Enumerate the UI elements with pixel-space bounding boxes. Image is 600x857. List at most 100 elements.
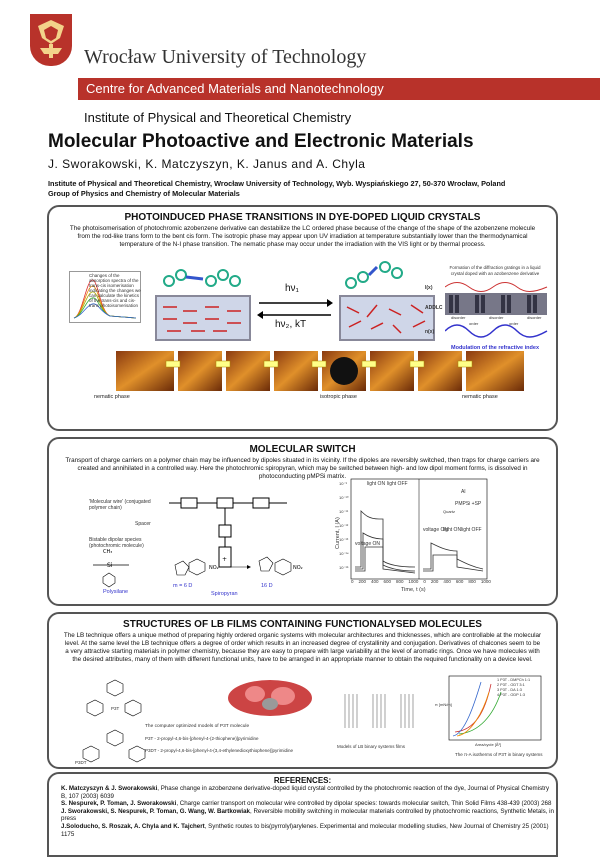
reference-text: , Reversible mobility switching in molec… [61,807,555,823]
xtick: 1000 [480,579,491,584]
molecular-wire-schematic: + [169,497,287,568]
poster-title: Molecular Photoactive and Electronic Mat… [48,131,474,152]
binary-caption: Models of LB binary systems films [337,744,406,749]
voltage-on-label-2: voltage ON [423,527,449,533]
order-label-1: order [469,321,479,326]
disorder-label-1: disorder [451,315,466,320]
voltage-on-label: voltage ON [355,541,381,547]
affiliation: Institute of Physical and Theoretical Ch… [48,179,593,199]
pmpsi-label: PMPSi +SP [455,501,482,507]
legend-item: 4 P3T - ODP 1:3 [497,693,525,697]
panel-text: The photoisomerisation of photochromic a… [69,225,536,248]
institute-name: Institute of Physical and Theoretical Ch… [84,110,352,125]
isotherm-legend: 1 P3T - DMPCh 1:1 2 P3T - ODT 3:1 3 P3T … [497,678,530,698]
chemical-structures-figure: CH₃ Si NO₂ NO₂ [93,549,303,588]
legend-item: 3 P3T - DA 1:3 [497,688,522,692]
modulation-label: Modulation of the refractive index [451,345,540,351]
trans-molecule-icon [163,269,241,287]
xtick: 400 [443,579,451,584]
p3dt-name: P3DT - 2-propyl-4,6-bis-[phenyl-4-(3,4-e… [145,748,293,753]
nematic-phase-left-label: nematic phase [94,394,130,400]
grating-addlc: ADDLC [425,305,443,311]
cis-molecule-icon [345,261,403,289]
al-label: Al [461,489,466,495]
panel-title: MOLECULAR SWITCH [249,444,356,455]
reference-text: , Charge carrier transport on molecular … [176,800,552,808]
hv1-label: hν₁ [285,283,299,294]
texture-images-strip [116,351,524,391]
ytick: 10⁻¹⁴ [339,551,349,556]
svg-text:NO₂: NO₂ [293,565,303,571]
university-logo [30,14,72,66]
svg-text:Si: Si [107,562,113,569]
grating-nx: n(x) [425,329,435,335]
panel-molecular-switch: MOLECULAR SWITCH Transport of charge car… [47,437,558,606]
legend-item: 2 P3T - ODT 3:1 [497,683,525,687]
references-title: REFERENCES: [273,776,332,785]
reference-item: J.Soloducho, S. Roszak, A. Chyla and K. … [51,823,556,838]
xtick: 0 [423,579,426,584]
svg-text:+: + [222,556,227,563]
model-caption: The computer optimized models of P3T mol… [145,724,250,729]
svg-text:CH₃: CH₃ [103,549,112,555]
lc-cell-nematic [155,295,251,341]
panel-text: The LB technique offers a unique method … [63,632,542,663]
order-label-2: order [509,321,519,326]
moment-low-label: m = 6 D [173,583,193,589]
affiliation-line-1: Institute of Physical and Theoretical Ch… [48,179,506,188]
panel-title: PHOTOINDUCED PHASE TRANSITIONS IN DYE-DO… [124,212,481,223]
nematic-phase-right-label: nematic phase [462,394,498,400]
ytick: 10⁻¹² [339,523,349,528]
reference-item: S. Nespurek, P. Toman, J. Sworakowski, C… [51,800,556,808]
grating-ix: I(x) [425,285,433,291]
reference-authors: J.Soloducho, S. Roszak, A. Chyla and K. … [61,822,205,830]
disorder-label-2: disorder [489,315,504,320]
absorption-spectra-figure [69,271,141,323]
panel-phase-transitions: PHOTOINDUCED PHASE TRANSITIONS IN DYE-DO… [47,205,558,431]
isotherm-plot: 1 P3T - DMPCh 1:1 2 P3T - ODT 3:1 3 P3T … [435,672,545,762]
ytick: 10⁻¹¹ [339,509,349,514]
svg-text:NO₂: NO₂ [209,565,219,571]
light-on-label-2: light ON [443,527,462,533]
bistable-label: Bistable dipolar species (photochromic m… [89,537,144,549]
current-plot: Current, I (A) Time, t (s) light ON ligh… [335,471,491,595]
xtick: 600 [455,579,464,584]
moment-high-label: 16 D [261,583,273,589]
spectra-caption: Changes of the absorption spectra of the… [89,273,141,308]
grating-caption: Formation of the diffraction gratings in… [449,265,541,276]
p3dt-label: P3DT [75,760,87,765]
xtick: 600 [383,579,391,584]
panel-title: STRUCTURES OF LB FILMS CONTAINING FUNCTI… [123,619,482,630]
reference-item: K. Matczyszyn & J. Sworakowski, Phase ch… [51,785,556,800]
ytick: 10⁻¹³ [339,537,349,542]
p3t-label: P3T [111,706,120,711]
xtick: 200 [430,579,439,584]
p3t-name: P3T - 2-propyl-4,6-bis-[phenyl-4-(2-thio… [145,736,259,741]
reference-text: , Phase change in azobenzene derivative-… [61,785,550,800]
legend-item: 1 P3T - DMPCh 1:1 [497,678,531,682]
ytick: 10⁻¹⁰ [339,495,349,500]
affiliation-line-2: Group of Physics and Chemistry of Molecu… [48,189,240,198]
centre-bar: Centre for Advanced Materials and Nanote… [78,78,600,100]
xtick: 800 [395,579,404,584]
lc-cell-isotropic [339,295,435,341]
light-off-label: light OFF [387,481,408,487]
hv2-label: hν₂, kT [275,319,307,330]
reference-text: , Synthetic routes to bis(pyrrolyl)aryle… [61,822,549,838]
isotropic-phase-label: isotropic phase [320,394,357,400]
plot-xlabel: Time, t (s) [401,587,426,593]
light-off-label-2: light OFF [461,527,482,533]
reaction-arrows-icon [257,299,333,319]
isotherm-ylabel: π [mN/m] [435,702,452,707]
spacer-label: Spacer [135,521,151,527]
p3t-model-figure [228,680,312,716]
xtick: 400 [370,579,379,584]
xtick: 800 [468,579,476,584]
reference-authors: S. Nespurek, P. Toman, J. Sworakowski [61,800,177,808]
reference-item: J. Sworakowski, S. Nespurek, P. Toman, G… [51,808,556,823]
lb-binary-models-figure [344,694,414,728]
light-on-label: light ON [367,481,386,487]
ytick: 10⁻⁹ [339,481,348,486]
